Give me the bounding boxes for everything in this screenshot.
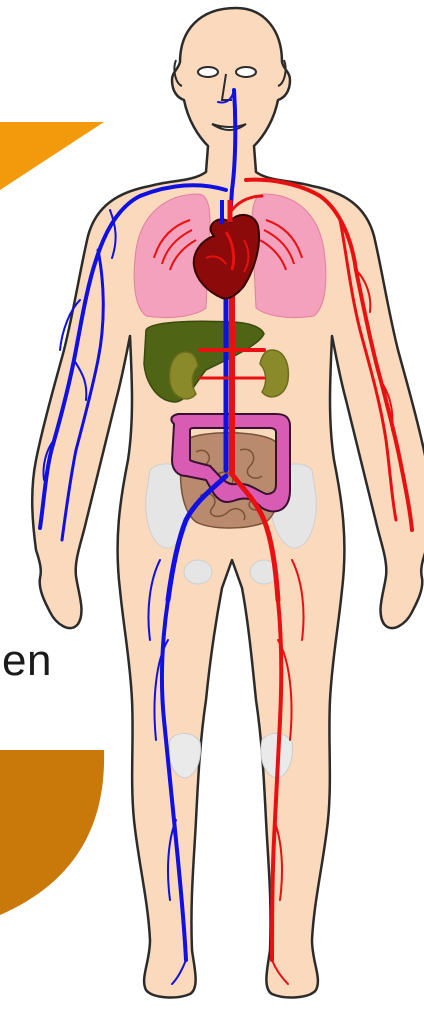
knees <box>169 733 293 778</box>
right-kidney <box>260 350 288 397</box>
left-kidney <box>170 352 198 399</box>
left-eye <box>198 67 218 77</box>
right-eye <box>236 67 256 77</box>
